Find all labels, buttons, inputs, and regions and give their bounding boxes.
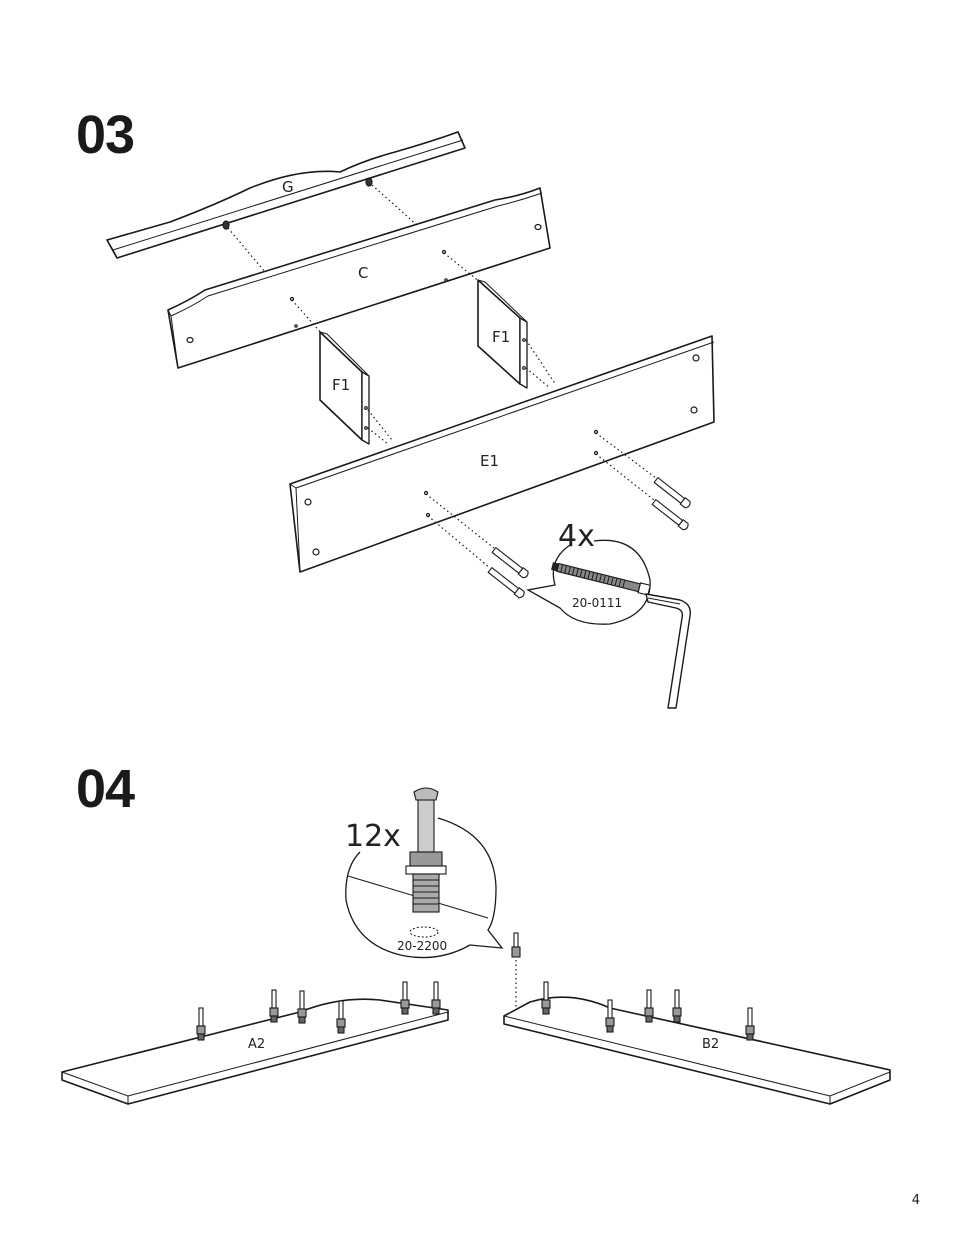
step-03-diagram: G C F1 [107,132,714,708]
part-b2: B2 [504,997,890,1104]
hex-key-icon [646,594,690,708]
callout-4x-quantity: 4x [558,519,595,554]
step-04-diagram: 12x 20-2200 A2 B2 [62,788,890,1104]
connector-bolt-icon [512,933,520,1008]
connector-bolt-icon [406,788,446,912]
part-e1-label: E1 [480,452,499,470]
callout-12x: 12x 20-2200 [345,788,502,958]
part-f1-left: F1 [320,332,369,444]
callout-4x: 4x 20-0111 [528,519,650,624]
callout-12x-code: 20-2200 [397,939,447,953]
part-b2-label: B2 [702,1037,719,1052]
part-g-label: G [282,178,294,196]
callout-12x-quantity: 12x [345,819,401,854]
part-f1-right-label: F1 [492,328,510,346]
part-f1-right: F1 [478,280,527,388]
part-c-label: C [358,264,368,282]
part-a2-label: A2 [248,1037,265,1052]
part-f1-left-label: F1 [332,376,350,394]
part-a2: A2 [62,999,448,1104]
cam-bolt-icon [551,561,650,595]
callout-4x-code: 20-0111 [572,596,622,610]
